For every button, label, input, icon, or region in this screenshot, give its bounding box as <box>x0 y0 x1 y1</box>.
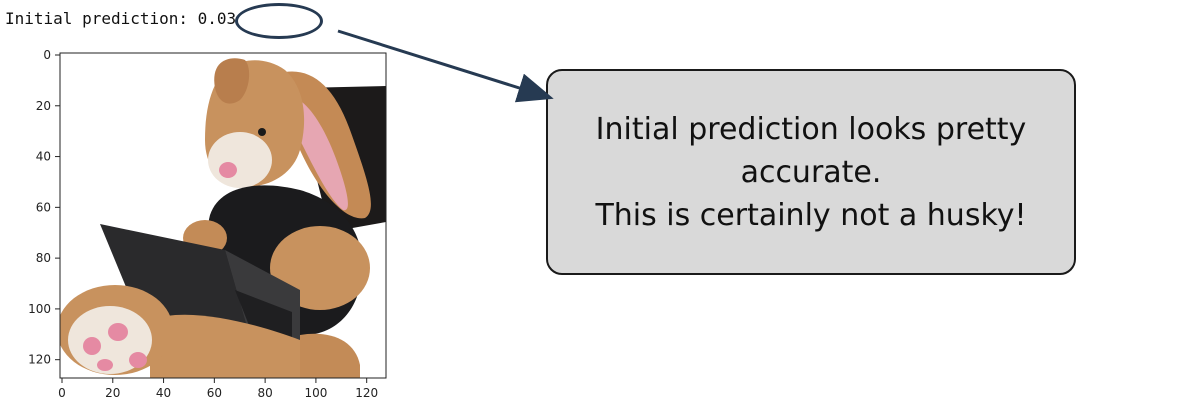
x-tick-label: 80 <box>257 386 272 400</box>
y-tick-label: 40 <box>36 150 51 164</box>
y-tick-label: 80 <box>36 251 51 265</box>
y-tick-label: 60 <box>36 200 51 214</box>
prediction-value: 0.03 <box>197 9 237 28</box>
y-tick-label: 20 <box>36 99 51 113</box>
x-tick-label: 0 <box>58 386 66 400</box>
prediction-highlight-ellipse <box>235 3 323 39</box>
callout-line-1: Initial prediction looks pretty <box>595 111 1027 147</box>
callout-line-2: accurate. <box>740 154 882 190</box>
x-tick-label: 60 <box>207 386 222 400</box>
x-tick-label: 40 <box>156 386 171 400</box>
x-tick-label: 120 <box>355 386 378 400</box>
x-tick-label: 20 <box>105 386 120 400</box>
image-plot-svg: 0 20 40 60 80 100 120 0 20 40 60 80 100 120 <box>28 48 387 400</box>
bunny-image <box>60 58 386 378</box>
callout-line-3: This is certainly not a husky! <box>595 197 1027 233</box>
x-tick-label: 100 <box>304 386 327 400</box>
plot-frame <box>59 52 387 379</box>
callout-text: Initial prediction looks pretty accurate… <box>595 108 1026 237</box>
prediction-output: Initial prediction: 0.03 <box>5 8 236 30</box>
y-tick-label: 0 <box>43 48 51 62</box>
y-tick-label: 100 <box>28 302 51 316</box>
axis-ticks: 0 20 40 60 80 100 120 0 20 40 60 80 100 120 <box>28 48 378 400</box>
y-tick-label: 120 <box>28 353 51 367</box>
prediction-label: Initial prediction: <box>5 9 198 28</box>
image-plot: 0 20 40 60 80 100 120 0 20 40 60 80 100 120 <box>0 0 400 419</box>
callout-box: Initial prediction looks pretty accurate… <box>546 69 1076 275</box>
